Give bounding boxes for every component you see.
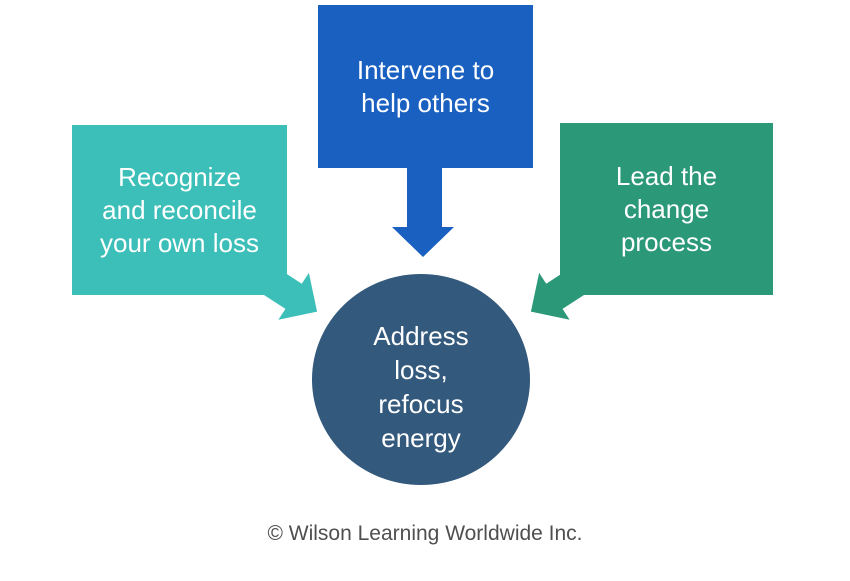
box-text-line: Lead the bbox=[615, 160, 718, 191]
center-circle-address-loss: Address loss, refocus energy bbox=[312, 274, 530, 485]
copyright-text: © Wilson Learning Worldwide Inc. bbox=[267, 522, 583, 545]
box-text-line: and reconcile bbox=[102, 194, 257, 225]
box-text-line: change bbox=[623, 193, 710, 224]
box-text-line: Recognize bbox=[118, 161, 241, 192]
callout-box-intervene: Intervene to help others bbox=[318, 5, 533, 168]
box-text-line: Intervene to bbox=[356, 54, 495, 85]
box-text-line: process bbox=[620, 226, 713, 257]
circle-text-line: loss, bbox=[394, 354, 448, 385]
callout-box-recognize-loss: Recognize and reconcile your own loss bbox=[72, 125, 287, 295]
circle-text-line: Address bbox=[373, 320, 469, 351]
circle-text-line: refocus bbox=[378, 388, 464, 419]
box-text-line: help others bbox=[361, 87, 490, 118]
callout-box-lead-change: Lead the change process bbox=[560, 123, 773, 295]
box-text-line: your own loss bbox=[100, 227, 259, 258]
circle-text-line: energy bbox=[381, 422, 461, 453]
down-arrow-icon bbox=[392, 158, 454, 257]
